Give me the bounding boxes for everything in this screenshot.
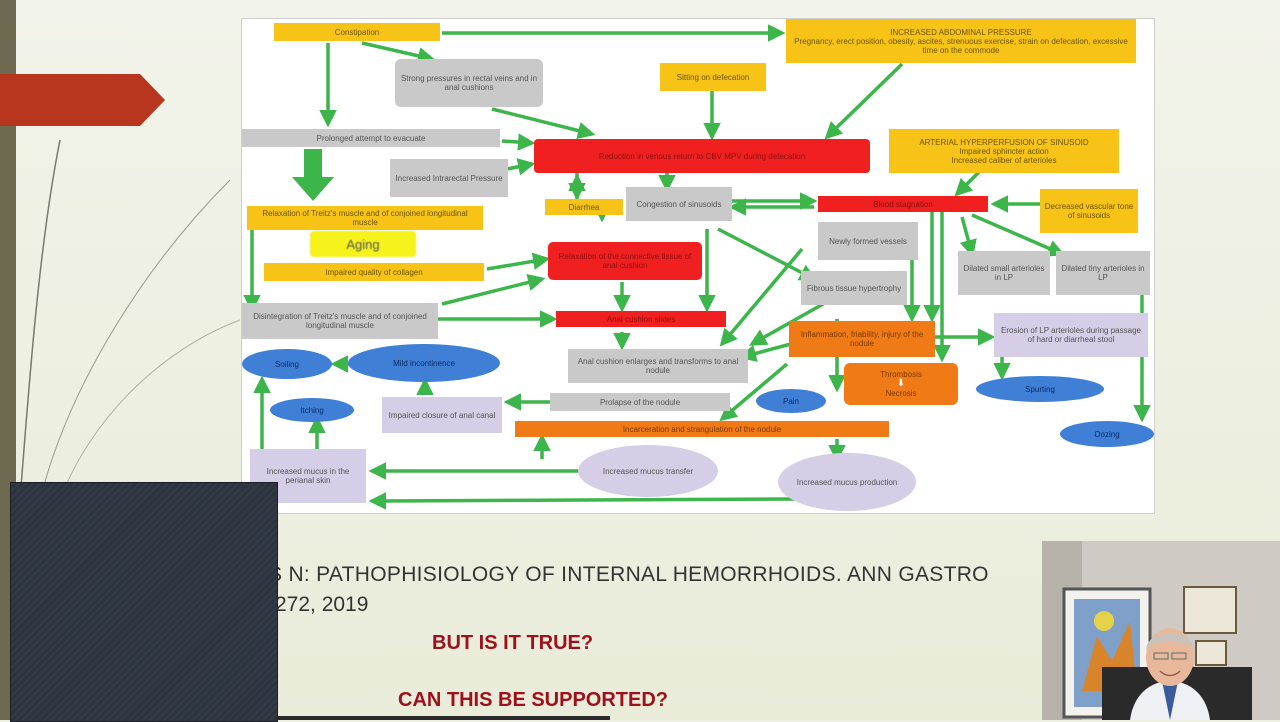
decorative-lines: [19, 139, 241, 500]
node-anal-cushion-slides: Anal cushion slides: [556, 311, 726, 327]
node-increased-abdominal-pressure: INCREASED ABDOMINAL PRESSURE Pregnancy, …: [786, 19, 1136, 63]
node-dilated-small-arterioles: Dilated small arterioles in LP: [958, 251, 1050, 295]
node-sitting-on-defecation: Sitting on defecation: [660, 63, 766, 91]
node-impaired-closure: Impaired closure of anal canal: [382, 397, 502, 433]
node-oozing: Oozing: [1060, 421, 1154, 447]
node-diarrhea: Diarrhea: [545, 199, 623, 215]
node-inflammation: Inflammation, friability, injury of the …: [789, 321, 935, 357]
node-congestion-of-sinusoids: Congestion of sinusoids: [626, 187, 732, 221]
node-necrosis: Necrosis: [885, 389, 917, 398]
node-thrombosis: Thrombosis: [880, 370, 922, 379]
node-increased-mucus-transfer: Increased mucus transfer: [578, 445, 718, 497]
node-erosion-lp: Erosion of LP arterioles during passage …: [994, 313, 1148, 357]
node-anal-cushion-enlarges: Anal cushion enlarges and transforms to …: [568, 349, 748, 383]
node-mild-incontinence: Mild incontinence: [348, 344, 500, 382]
node-incarceration: Incarceration and strangulation of the n…: [515, 421, 889, 437]
citation-line-1: S N: PATHOPHISIOLOGY OF INTERNAL HEMORRH…: [268, 563, 989, 586]
webcam-video-feed[interactable]: [1042, 541, 1280, 720]
node-strong-pressures: Strong pressures in rectal veins and in …: [395, 59, 543, 107]
node-newly-formed-vessels: Newly formed vessels: [818, 222, 918, 260]
white-down-arrow-icon: ⬇: [896, 378, 906, 389]
node-soiling: Soiling: [242, 349, 332, 379]
node-relaxation-treitz: Relaxation of Treitz's muscle and of con…: [247, 206, 483, 230]
bottom-progress-bar: [276, 716, 610, 720]
node-increased-intrarectal-pressure: Increased Intrarectal Pressure: [390, 159, 508, 197]
node-constipation: Constipation: [274, 23, 440, 41]
node-pain: Pain: [756, 389, 826, 413]
node-blood-stagnation: Blood stagnation: [818, 196, 988, 212]
dark-overlay-panel: [10, 482, 278, 722]
node-prolonged-attempt: Prolonged attempt to evacuate: [242, 129, 500, 147]
node-disintegration-treitz: Disintegration of Treitz's muscle and of…: [242, 303, 438, 339]
node-dilated-tiny-arterioles: Dilated tiny arterioles in LP: [1056, 251, 1150, 295]
node-prolapse: Prolapse of the nodule: [550, 393, 730, 411]
node-fibrous-tissue: Fibrous tissue hypertrophy: [801, 271, 907, 305]
node-arterial-hyperperfusion: ARTERIAL HYPERPERFUSION OF SINUSOID Impa…: [889, 129, 1119, 173]
node-impaired-collagen: Impaired quality of collagen: [264, 263, 484, 281]
question-is-it-true: BUT IS IT TRUE?: [432, 632, 594, 654]
node-relaxation-connective: Relaxation of the connective tissue of a…: [548, 242, 702, 280]
red-arrow-banner-icon: [0, 74, 165, 126]
node-decreased-vascular-tone: Decreased vascular tone of sinusoids: [1040, 189, 1138, 233]
node-itching: Itching: [270, 398, 354, 422]
question-can-this-be-supported: CAN THIS BE SUPPORTED?: [398, 689, 669, 711]
citation-line-2: -272, 2019: [268, 593, 369, 616]
node-aging: Aging: [310, 231, 416, 257]
node-increased-mucus-production: Increased mucus production: [778, 453, 916, 511]
pathophysiology-diagram: Constipation INCREASED ABDOMINAL PRESSUR…: [241, 18, 1155, 514]
node-thrombosis-necrosis: Thrombosis ⬇ Necrosis: [844, 363, 958, 405]
node-spurting: Spurting: [976, 376, 1104, 402]
presenter-video-image: [1042, 541, 1280, 720]
node-reduction-venous-return: Reduction in venous return to CBV MPV du…: [534, 139, 870, 173]
